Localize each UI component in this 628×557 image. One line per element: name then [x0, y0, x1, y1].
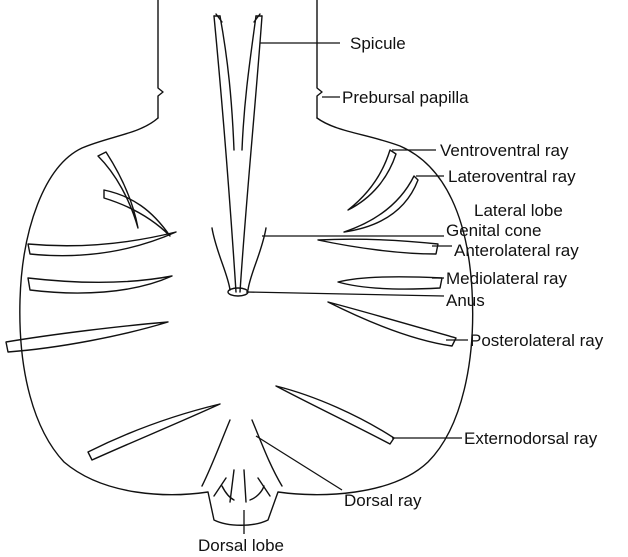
label-anterolateral-ray: Anterolateral ray: [454, 241, 579, 260]
label-prebursal-papilla: Prebursal papilla: [342, 88, 469, 107]
label-lateroventral-ray: Lateroventral ray: [448, 167, 576, 186]
label-externodorsal-ray: Externodorsal ray: [464, 429, 598, 448]
label-dorsal-ray: Dorsal ray: [344, 491, 422, 510]
label-lateral-lobe: Lateral lobe: [474, 201, 563, 220]
right-rays: [276, 150, 456, 444]
dorsal-ray: [202, 420, 282, 502]
label-anus: Anus: [446, 291, 485, 310]
label-posterolateral-ray: Posterolateral ray: [470, 331, 604, 350]
genital-cone: [212, 228, 266, 290]
label-genital-cone: Genital cone: [446, 221, 541, 240]
label-mediolateral-ray: Mediolateral ray: [446, 269, 567, 288]
body-outline: [158, 0, 322, 118]
left-rays: [6, 152, 220, 460]
spicule: [214, 14, 262, 292]
bursa-outline: [20, 118, 473, 525]
label-spicule: Spicule: [350, 34, 406, 53]
label-ventroventral-ray: Ventroventral ray: [440, 141, 569, 160]
anus: [228, 288, 248, 296]
label-dorsal-lobe: Dorsal lobe: [198, 536, 284, 555]
